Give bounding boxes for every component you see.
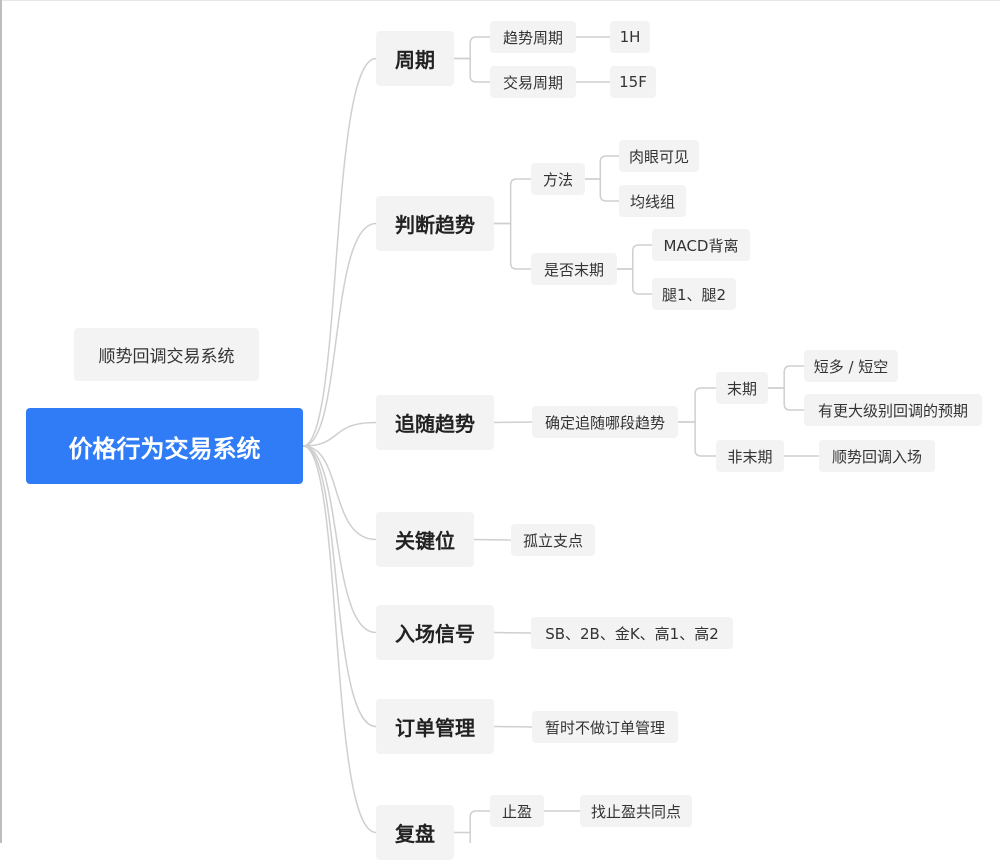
topic-cycle[interactable]: 周期 xyxy=(376,31,454,86)
root-topic[interactable]: 价格行为交易系统 xyxy=(26,408,303,484)
topic-non-end-phase[interactable]: 非末期 xyxy=(716,440,784,472)
topic-macd-divergence[interactable]: MACD背离 xyxy=(652,229,750,261)
end-phase-connector xyxy=(768,365,804,389)
left-border xyxy=(0,0,2,843)
topic-trade-cycle[interactable]: 交易周期 xyxy=(490,66,576,98)
root-connector xyxy=(302,445,377,728)
entry-connector xyxy=(493,631,532,634)
topic-trend-cycle[interactable]: 趋势周期 xyxy=(490,21,576,53)
topic-pullback-entry[interactable]: 顺势回调入场 xyxy=(819,440,935,472)
confirm-connector xyxy=(678,421,716,457)
topic-trade-cycle-value[interactable]: 15F xyxy=(610,66,656,98)
topic-order-management[interactable]: 订单管理 xyxy=(376,699,494,754)
topic-is-end[interactable]: 是否末期 xyxy=(531,253,617,285)
judge-connector xyxy=(494,178,531,225)
topic-confirm-trend[interactable]: 确定追随哪段趋势 xyxy=(532,406,678,438)
topic-signal-list[interactable]: SB、2B、金K、高1、高2 xyxy=(531,617,733,649)
follow-connector xyxy=(493,421,533,424)
topic-legs[interactable]: 腿1、腿2 xyxy=(652,278,736,310)
topic-method-visual[interactable]: 肉眼可见 xyxy=(619,140,699,172)
root-connector xyxy=(302,445,377,541)
topic-method-ma[interactable]: 均线组 xyxy=(619,185,686,217)
topic-take-profit-common[interactable]: 找止盈共同点 xyxy=(580,795,692,827)
topic-trend-cycle-value[interactable]: 1H xyxy=(610,21,650,53)
root-connector xyxy=(302,445,377,834)
cycle-connector xyxy=(454,57,490,83)
root-connector xyxy=(302,421,377,447)
root-connector xyxy=(302,57,377,447)
is-end-connector xyxy=(617,268,652,295)
topic-method[interactable]: 方法 xyxy=(531,163,585,195)
topic-end-phase[interactable]: 末期 xyxy=(716,372,768,404)
topic-short-long-short[interactable]: 短多 / 短空 xyxy=(804,350,898,382)
order-connector xyxy=(493,725,533,728)
top-border xyxy=(0,0,1000,1)
is-end-connector xyxy=(617,244,652,270)
topic-review[interactable]: 复盘 xyxy=(376,805,454,860)
topic-no-order-management[interactable]: 暂时不做订单管理 xyxy=(532,711,678,743)
key-connector xyxy=(473,538,512,541)
confirm-connector xyxy=(678,387,716,423)
method-connector xyxy=(585,155,619,180)
topic-isolated-pivot[interactable]: 孤立支点 xyxy=(511,524,595,556)
topic-key-level[interactable]: 关键位 xyxy=(376,512,474,567)
root-connector xyxy=(302,222,377,447)
root-connector xyxy=(302,445,377,634)
topic-entry-signal[interactable]: 入场信号 xyxy=(376,605,494,660)
end-phase-connector xyxy=(768,387,804,411)
cycle-connector xyxy=(454,36,490,60)
topic-judge-trend[interactable]: 判断趋势 xyxy=(376,196,494,251)
floating-topic[interactable]: 顺势回调交易系统 xyxy=(74,328,259,381)
topic-follow-trend[interactable]: 追随趋势 xyxy=(376,395,494,450)
judge-connector xyxy=(494,222,531,270)
method-connector xyxy=(585,178,619,202)
review-connector xyxy=(454,810,490,834)
topic-take-profit[interactable]: 止盈 xyxy=(490,795,544,827)
topic-bigger-pullback[interactable]: 有更大级别回调的预期 xyxy=(804,394,982,426)
